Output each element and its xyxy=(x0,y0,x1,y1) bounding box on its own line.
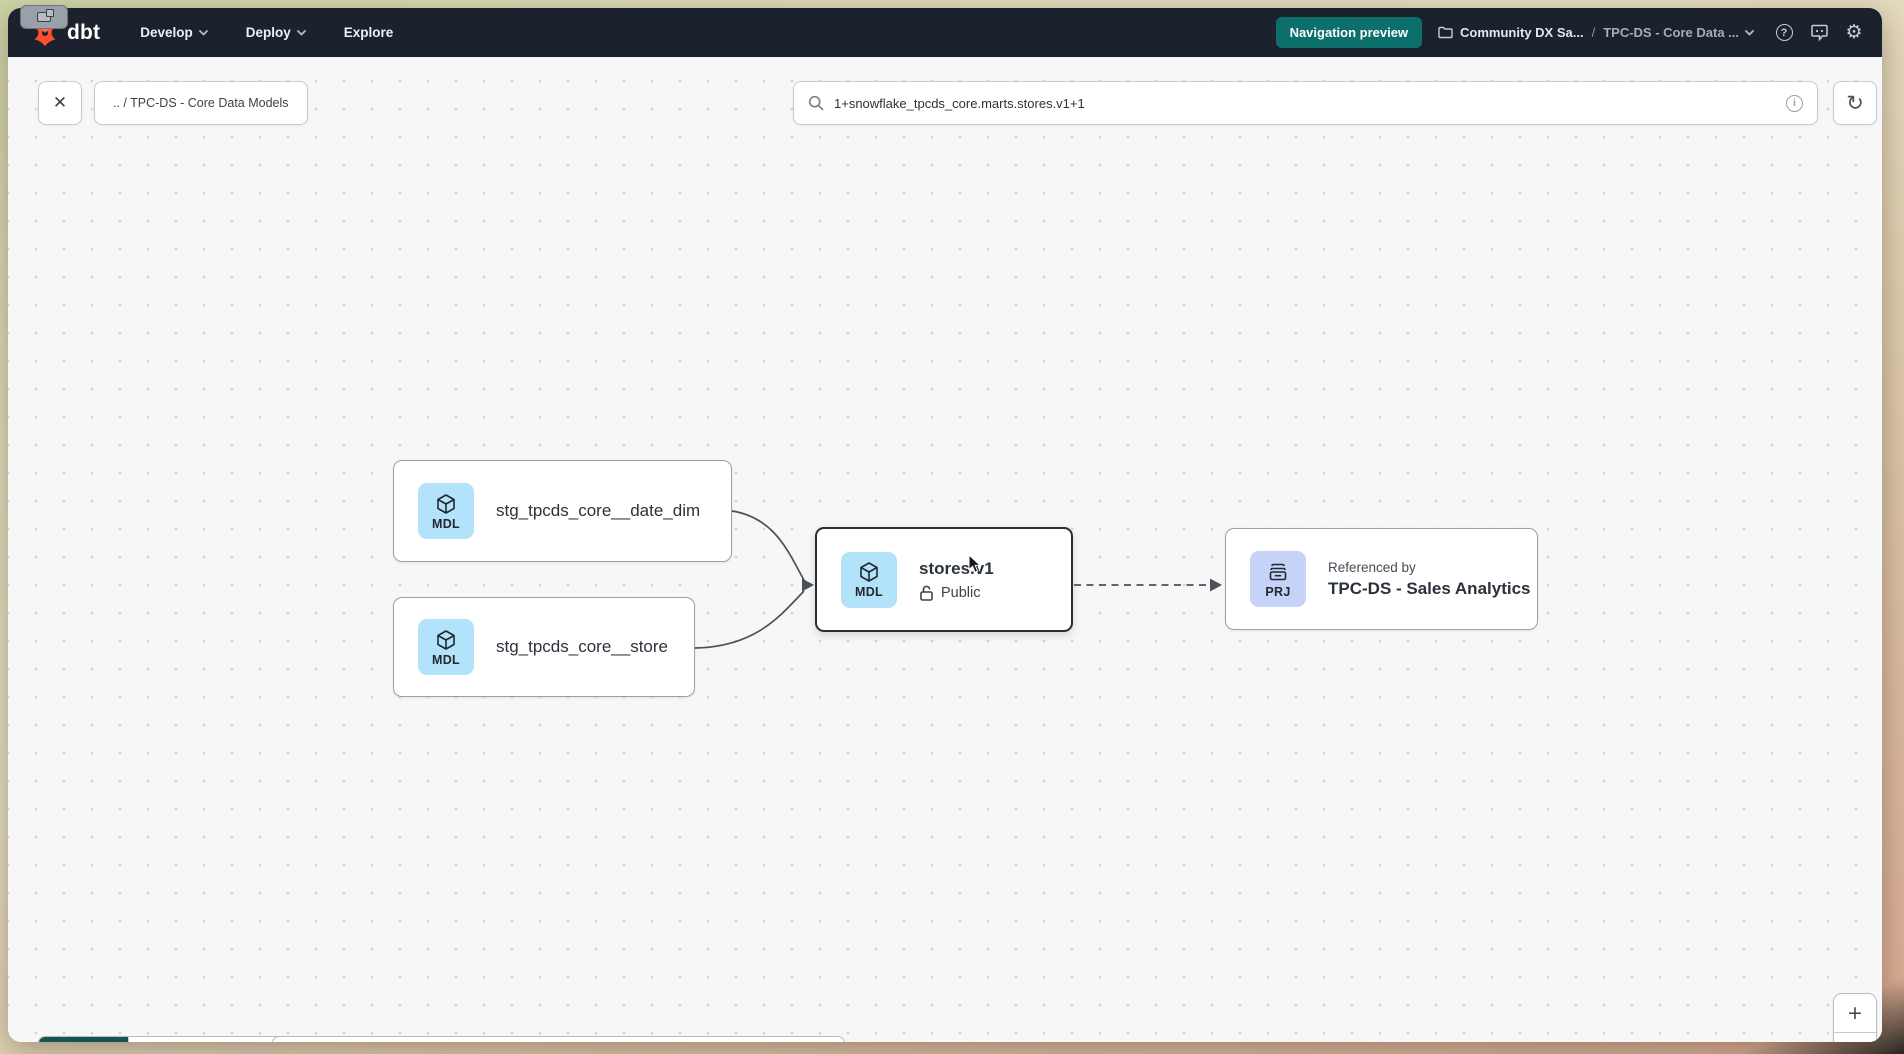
lineage-search: i xyxy=(793,81,1818,125)
topbar-right: Navigation preview Community DX Sa... / … xyxy=(1275,17,1864,48)
topbar-icons: ? ⚙ xyxy=(1774,23,1864,43)
mouse-cursor xyxy=(968,554,982,573)
breadcrumb-separator: / xyxy=(1591,25,1596,40)
cube-icon xyxy=(437,493,455,514)
resource-legend: Model Source Snapshot Seed Metric Semant… xyxy=(272,1036,846,1042)
resource-type-dropdown[interactable]: Resource type xyxy=(128,1037,287,1042)
node-referenced-by-sales-analytics[interactable]: PRJ Referenced by TPC-DS - Sales Analyti… xyxy=(1225,528,1538,630)
breadcrumb-project[interactable]: TPC-DS - Core Data ... xyxy=(1603,25,1754,40)
node-label: stg_tpcds_core__date_dim xyxy=(496,501,701,520)
top-nav-bar: dbt Develop Deploy Explore Navigation pr… xyxy=(8,8,1882,57)
node-stg-tpcds-core-store[interactable]: MDL stg_tpcds_core__store xyxy=(393,597,695,697)
menu-explore[interactable]: Explore xyxy=(343,25,394,40)
cube-icon xyxy=(860,562,878,582)
edge-arrowhead xyxy=(802,578,814,592)
node-stg-tpcds-core-date-dim[interactable]: MDL stg_tpcds_core__date_dim xyxy=(393,460,732,562)
referenced-by-caption: Referenced by xyxy=(1328,559,1416,575)
chevron-down-icon xyxy=(1745,29,1754,35)
edge-arrowhead xyxy=(1210,578,1222,592)
dbt-logo-text: dbt xyxy=(67,20,101,44)
project-badge: PRJ xyxy=(1250,551,1306,607)
model-badge: MDL xyxy=(418,483,474,539)
node-stores-v1[interactable]: MDL stores.v1 Public xyxy=(815,527,1073,632)
breadcrumb: Community DX Sa... / TPC-DS - Core Data … xyxy=(1438,25,1754,40)
close-lineage-button[interactable]: ✕ xyxy=(38,81,82,125)
app-window: dbt Develop Deploy Explore Navigation pr… xyxy=(8,8,1882,1042)
refresh-button[interactable]: ↻ xyxy=(1833,81,1877,125)
menu-develop[interactable]: Develop xyxy=(140,25,208,40)
node-access: Public xyxy=(919,585,994,601)
node-label: TPC-DS - Sales Analytics xyxy=(1328,578,1531,598)
help-icon[interactable]: ? xyxy=(1774,23,1794,43)
model-badge: MDL xyxy=(841,551,897,608)
search-input[interactable] xyxy=(834,95,1776,111)
node-text: Referenced by TPC-DS - Sales Analytics xyxy=(1328,560,1531,599)
chevron-down-icon xyxy=(198,29,208,35)
unlock-icon xyxy=(920,585,933,601)
lenses-button[interactable]: Lenses xyxy=(39,1037,129,1042)
model-badge: MDL xyxy=(418,619,474,675)
settings-gear-icon[interactable]: ⚙ xyxy=(1845,21,1863,43)
menu-deploy[interactable]: Deploy xyxy=(246,25,306,40)
lineage-path-chip[interactable]: .. / TPC-DS - Core Data Models xyxy=(94,81,308,125)
info-icon[interactable]: i xyxy=(1786,94,1803,112)
cube-icon xyxy=(437,629,455,650)
window-duplicate-icon xyxy=(37,9,54,22)
folder-icon xyxy=(1438,26,1453,39)
search-icon xyxy=(808,95,824,111)
feedback-icon[interactable] xyxy=(1809,23,1829,43)
zoom-out-button[interactable]: − xyxy=(1834,1031,1876,1042)
main-menu: Develop Deploy Explore xyxy=(140,25,393,40)
navigation-preview-button[interactable]: Navigation preview xyxy=(1275,17,1423,48)
breadcrumb-account[interactable]: Community DX Sa... xyxy=(1438,25,1584,40)
archive-icon xyxy=(1269,563,1287,580)
zoom-in-button[interactable]: + xyxy=(1834,994,1876,1032)
lens-controls: Lenses Resource type xyxy=(38,1036,288,1042)
lineage-canvas[interactable]: ✕ .. / TPC-DS - Core Data Models i ↻ MDL… xyxy=(8,57,1882,1042)
screen-share-tab[interactable] xyxy=(20,5,68,29)
zoom-controls: + − xyxy=(1833,993,1877,1042)
node-label: stg_tpcds_core__store xyxy=(496,637,668,656)
chevron-down-icon xyxy=(296,29,306,35)
